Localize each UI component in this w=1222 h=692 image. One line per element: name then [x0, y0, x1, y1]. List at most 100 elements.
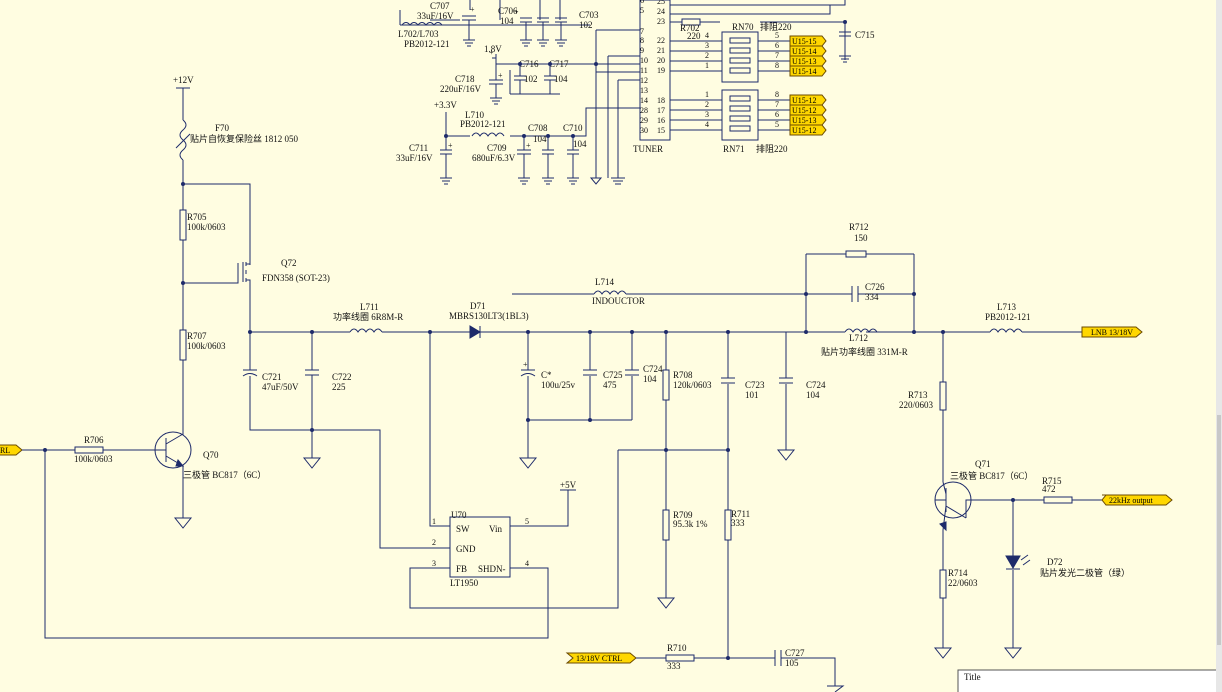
u70-pin-fb: FB	[456, 564, 467, 574]
r709-ref: R709	[673, 510, 693, 520]
tuner-pin: 14	[640, 96, 648, 105]
q71-value: 三极管 BC817（6C）	[950, 470, 1033, 481]
vertical-scrollbar-thumb[interactable]	[1217, 415, 1221, 645]
tuner-label: TUNER	[633, 144, 663, 154]
lnb-port-label: LNB 13/18V	[1091, 328, 1133, 337]
u15-tags-upper: U15-15 U15-14 U15-13 U15-14	[789, 35, 827, 77]
l712-ref: L712	[849, 333, 868, 343]
l710-ref: L710	[465, 110, 484, 120]
v18-label: 1.8V	[484, 44, 502, 54]
u15-tag: U15-14	[792, 67, 816, 76]
f70-ref: F70	[215, 123, 230, 133]
tuner-pin: 16	[657, 116, 665, 125]
rn71-pin: 5	[775, 120, 779, 129]
tuner-left-pin-numbers: 6 5 7 8 9 10 11 12 13 14 28 29 30	[640, 0, 648, 135]
l711-coil	[349, 328, 383, 333]
c724b-value: 104	[806, 390, 820, 400]
svg-text:+: +	[489, 48, 494, 57]
u15-tag: U15-12	[792, 106, 816, 115]
u15-tag: U15-12	[792, 96, 816, 105]
l714-value: INDOUCTOR	[592, 296, 645, 306]
u70-pin-vin: Vin	[489, 524, 502, 534]
u70-pin-gnd: GND	[456, 544, 476, 554]
c718-value: 220uF/16V	[440, 84, 482, 94]
tuner-pin: 6	[640, 0, 644, 5]
lnb-power-section: +12V F70 贴片自恢复保险丝 1812 050 R705 100k/060…	[0, 75, 1173, 692]
u70-pin-shdn: SHDN-	[478, 564, 506, 574]
r715-ref: R715	[1042, 476, 1062, 486]
r711-ref: R711	[731, 509, 750, 519]
c706-ref: C706	[498, 6, 518, 16]
window-edge	[1216, 0, 1222, 692]
r710-value: 333	[667, 661, 681, 671]
c703-value: 102	[579, 20, 593, 30]
u15-tag: U15-15	[792, 37, 816, 46]
tuner-pin: 5	[640, 6, 644, 15]
c721-ref: C721	[262, 372, 282, 382]
tuner-pin: 8	[640, 36, 644, 45]
out22k-port	[1101, 494, 1173, 506]
rn71-pin: 4	[705, 120, 709, 129]
c723-ref: C723	[745, 380, 765, 390]
l710-value: PB2012-121	[460, 119, 506, 129]
u15-tag: U15-13	[792, 57, 816, 66]
f70-value: 贴片自恢复保险丝 1812 050	[190, 133, 299, 144]
c710-value: 104	[573, 139, 587, 149]
rn71-value: 排阻220	[756, 143, 788, 154]
c717-value: 104	[554, 74, 568, 84]
l702-coil	[401, 22, 443, 26]
rn70-pin: 1	[705, 61, 709, 70]
tuner-pin: 9	[640, 46, 644, 55]
c726-ref: C726	[865, 282, 885, 292]
l714-ref: L714	[595, 277, 614, 287]
c711-ref: C711	[409, 143, 428, 153]
svg-text:+: +	[514, 7, 519, 16]
c708-value: 104	[533, 134, 547, 144]
tuner-pin: 10	[640, 56, 648, 65]
tuner-pin: 17	[657, 106, 665, 115]
tuner-pin: 25	[657, 0, 665, 6]
rn71-pin: 8	[775, 90, 779, 99]
u70-chip	[449, 516, 511, 578]
tuner-pin: 11	[640, 66, 648, 75]
u15-tag: U15-12	[792, 126, 816, 135]
tuner-pin: 12	[640, 76, 648, 85]
tuner-pin: 20	[657, 56, 665, 65]
tuner-pin: 30	[640, 126, 648, 135]
c726-value: 334	[865, 292, 879, 302]
svg-text:+: +	[526, 141, 531, 150]
c709-value: 680uF/6.3V	[472, 153, 516, 163]
lnb-port	[1081, 326, 1143, 338]
l713-value: PB2012-121	[985, 312, 1031, 322]
c717-ref: C717	[549, 59, 569, 69]
l711-ref: L711	[360, 302, 379, 312]
title-block: Title	[957, 669, 1221, 692]
u70-ref: U70	[451, 510, 467, 520]
tuner-pin: 22	[657, 36, 665, 45]
rn71-ref: RN71	[723, 144, 745, 154]
u70-pin-num: 2	[432, 538, 436, 547]
r709-value: 95.3k 1%	[673, 519, 708, 529]
u15-tag: U15-14	[792, 47, 816, 56]
c708-ref: C708	[528, 123, 548, 133]
rn70: RN70 排阻220 4 3 2 1 5 6 7 8	[670, 21, 792, 83]
c703-ref: C703	[579, 10, 599, 20]
c725-ref: C725	[603, 370, 623, 380]
l713-coil	[989, 328, 1023, 333]
tuner-pin: 7	[640, 27, 644, 36]
rn71-pin: 7	[775, 100, 779, 109]
r707-value: 100k/0603	[187, 341, 226, 351]
r710-ref: R710	[667, 643, 687, 653]
u70-part: LT1950	[450, 578, 479, 588]
r708-ref: R708	[673, 370, 693, 380]
r706-value: 100k/0603	[74, 454, 113, 464]
c706-value: 104	[500, 16, 514, 26]
c722-ref: C722	[332, 372, 352, 382]
d72-value: 贴片发光二极管（绿）	[1040, 567, 1130, 578]
r714-value: 22/0603	[948, 578, 978, 588]
rn70-ref: RN70	[732, 22, 754, 32]
c711-value: 33uF/16V	[396, 153, 433, 163]
d72-ref: D72	[1047, 557, 1063, 567]
r708-value: 120k/0603	[673, 380, 712, 390]
